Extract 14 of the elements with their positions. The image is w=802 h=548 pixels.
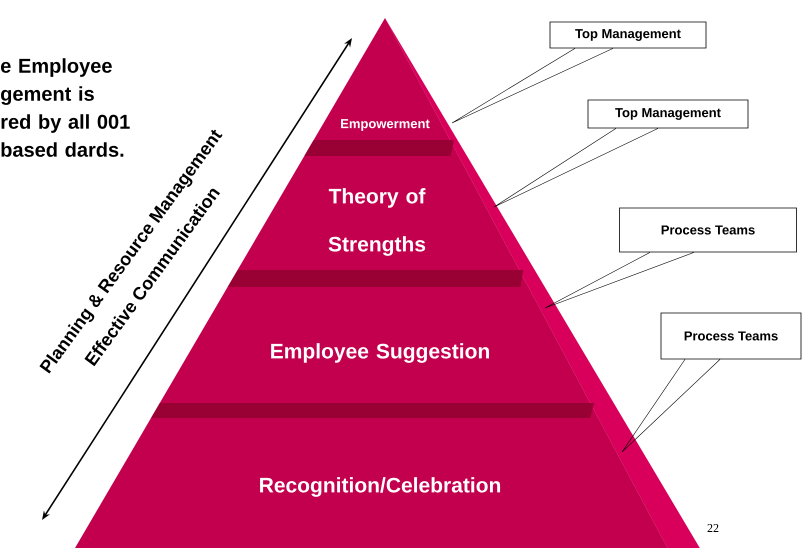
leader-line [544,252,694,308]
leader-line [452,48,614,124]
side-note: e Employee gement is red by all 001 based dards. [1,58,130,157]
callout-box: Process Teams [660,312,802,360]
pyramid-level: Recognition/Celebration [75,418,700,548]
leader-line [494,128,658,208]
callout-box: Top Management [550,22,706,48]
pyramid-level: Empowerment [304,18,467,156]
pyramid-level: Theory of Strengths [228,156,545,287]
callout-box: Top Management [588,100,748,128]
page-number: 22 [708,524,718,532]
pyramid-level: Employee Suggestion [151,287,623,418]
leader-line [622,359,720,452]
callout-box: Process Teams [619,208,797,252]
